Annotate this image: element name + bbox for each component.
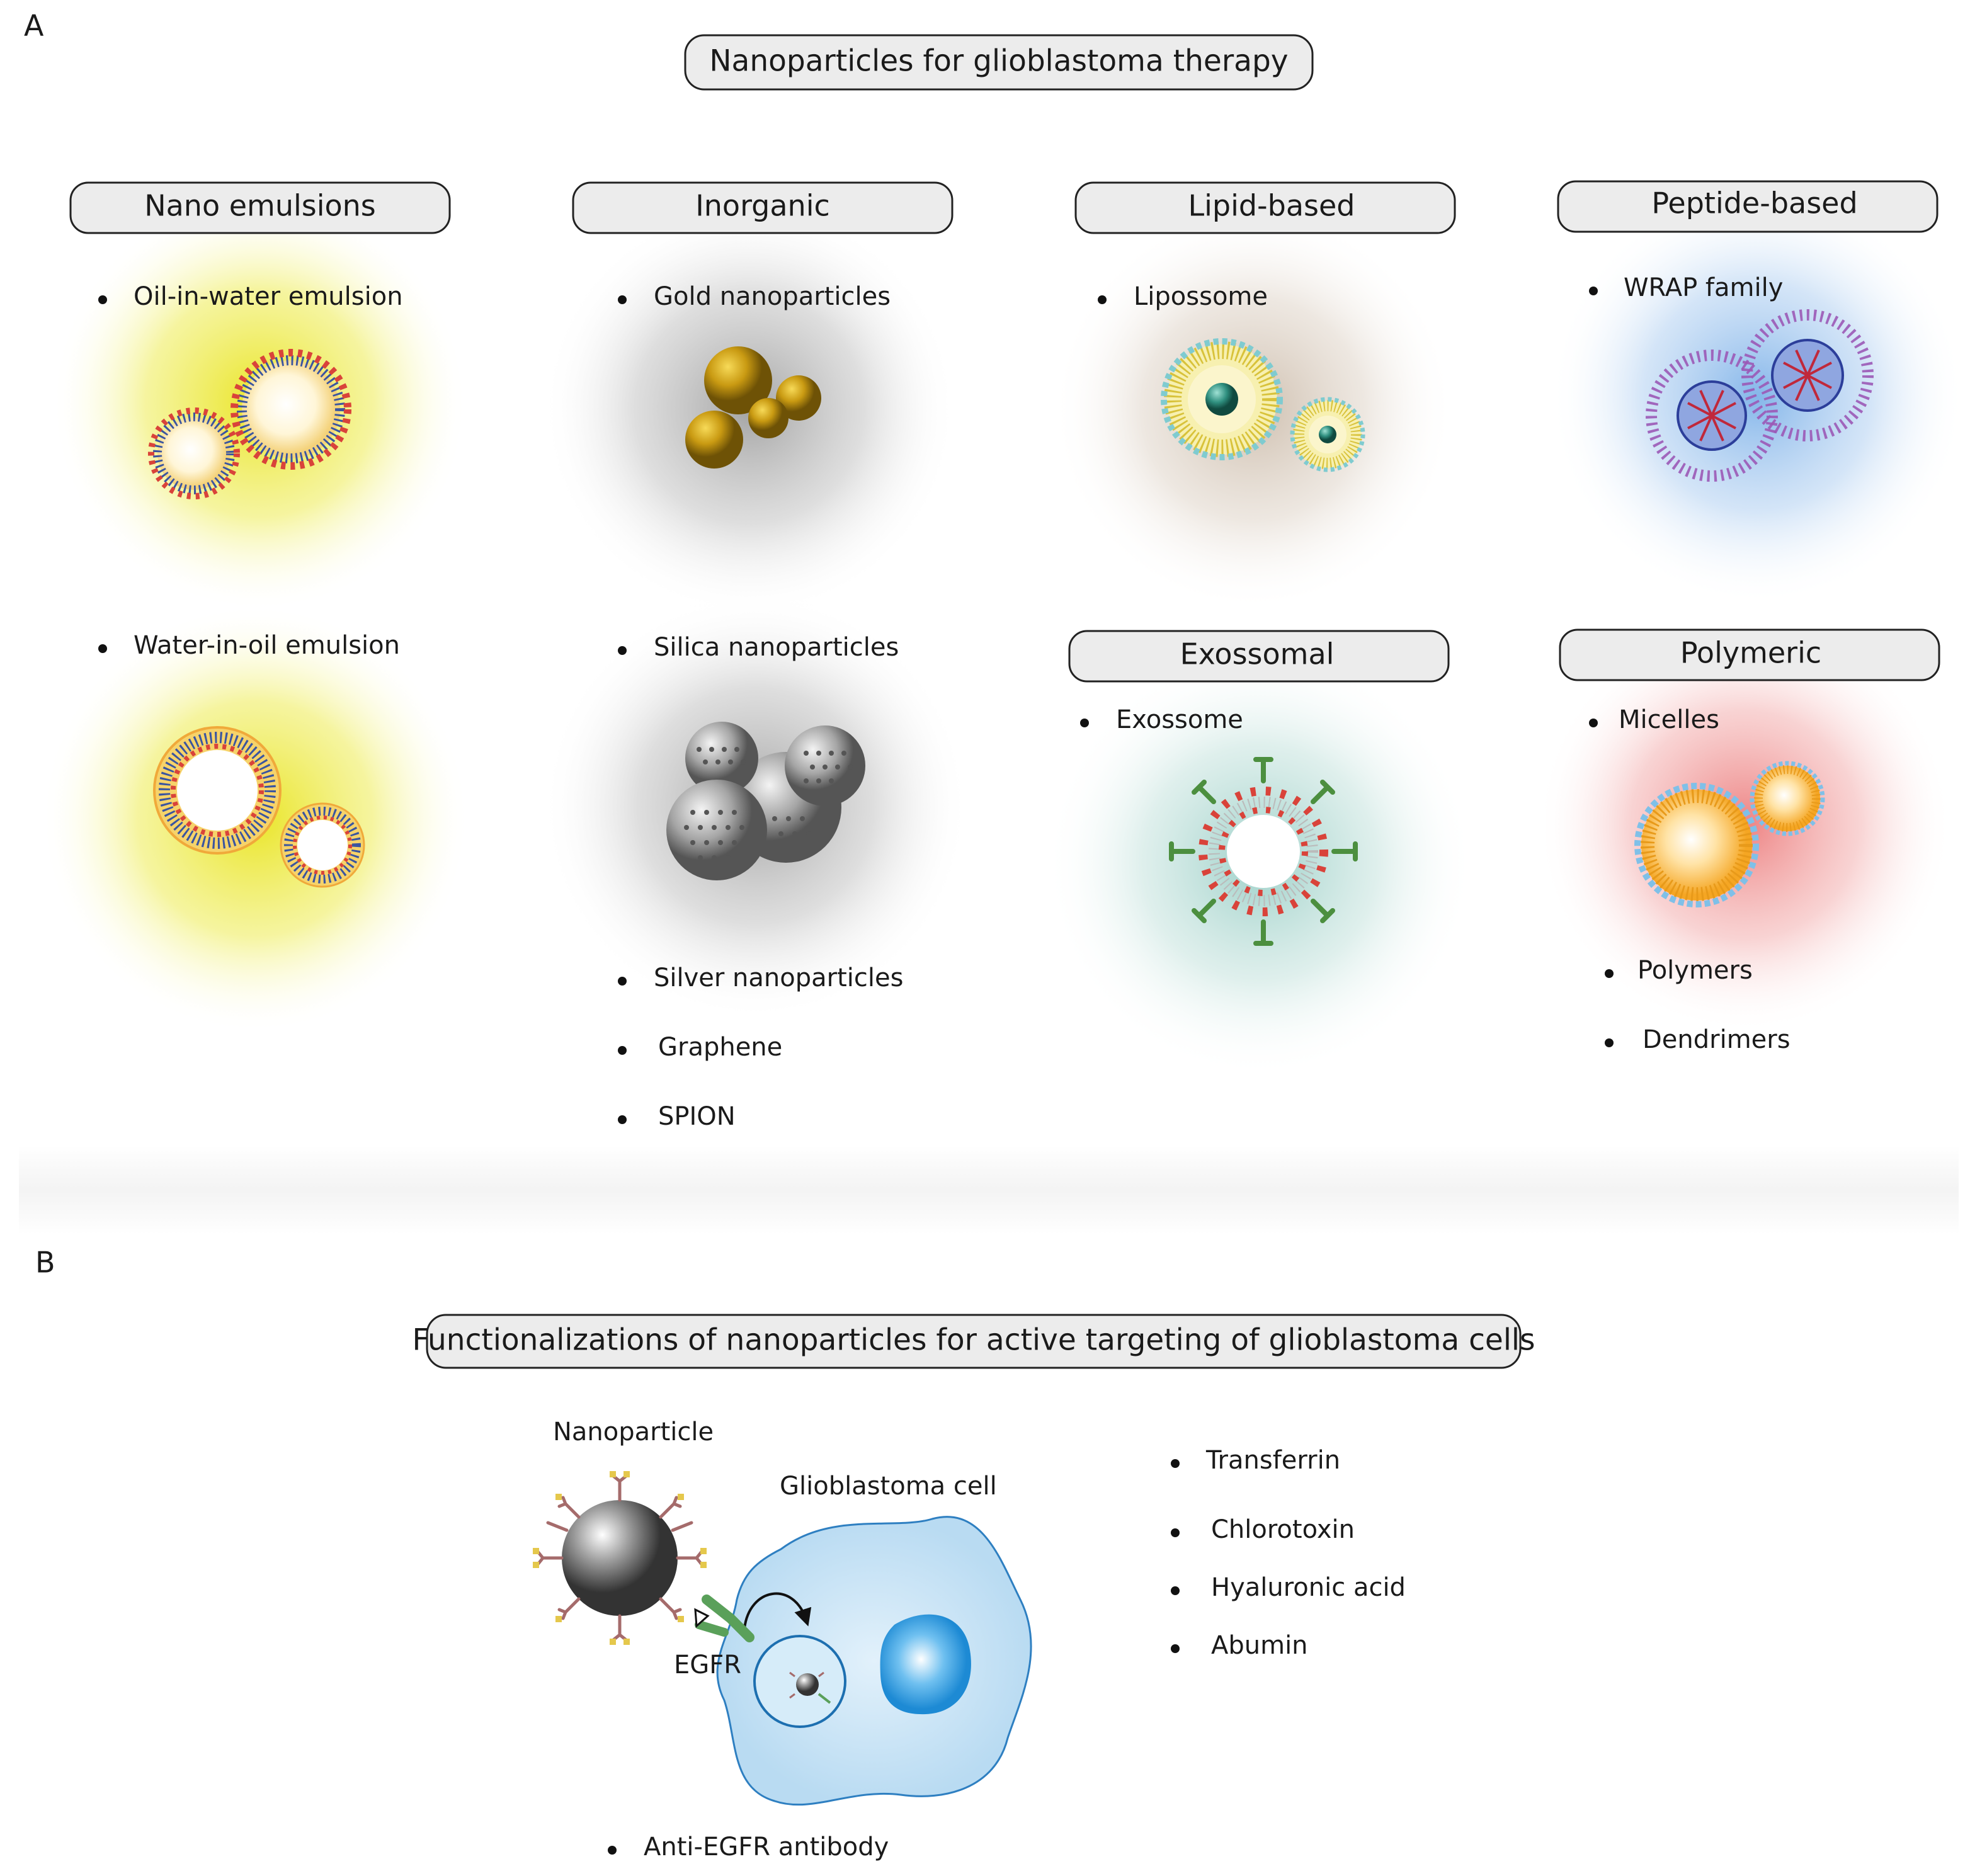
- ligand-item: Abumin: [1211, 1631, 1308, 1660]
- item-lipossome: Lipossome: [1134, 282, 1268, 311]
- bullet: [1098, 295, 1107, 304]
- functionalized-nanoparticle: [533, 1471, 707, 1645]
- item-spion: SPION: [658, 1102, 736, 1131]
- egfr-label: EGFR: [674, 1651, 741, 1680]
- panel-b-title-pill: Functionalizations of nanoparticles for …: [413, 1314, 1535, 1369]
- pill-peptide-based-label: Peptide-based: [1651, 186, 1857, 220]
- bullet: [1171, 1586, 1180, 1595]
- item-polymers: Polymers: [1637, 956, 1753, 985]
- bullet: [618, 1115, 627, 1124]
- micelle-particles: [1634, 761, 1825, 907]
- panel-b-letter: B: [35, 1246, 55, 1280]
- gold-nanoparticles: [685, 346, 821, 469]
- item-water-in-oil: Water-in-oil emulsion: [134, 631, 400, 660]
- bullet: [618, 1046, 627, 1055]
- peptide-glow: [1549, 189, 1965, 605]
- item-graphene: Graphene: [658, 1033, 782, 1062]
- wrap-nanoparticles: [1646, 309, 1874, 482]
- item-dendrimers: Dendrimers: [1643, 1025, 1791, 1054]
- bullet: [98, 295, 107, 304]
- pill-peptide-based: Peptide-based: [1557, 180, 1939, 233]
- pill-polymeric-label: Polymeric: [1680, 636, 1821, 670]
- pill-inorganic-label: Inorganic: [695, 189, 830, 223]
- item-oil-in-water: Oil-in-water emulsion: [134, 282, 403, 311]
- water-in-oil-particles: [153, 726, 365, 888]
- pill-lipid-based: Lipid-based: [1074, 181, 1456, 234]
- pill-nano-emulsions: Nano emulsions: [69, 181, 451, 234]
- item-micelles: Micelles: [1619, 705, 1719, 734]
- nucleus: [880, 1614, 971, 1715]
- bullet: [608, 1846, 617, 1855]
- pill-inorganic: Inorganic: [572, 181, 954, 234]
- bullet: [1605, 1038, 1614, 1047]
- pill-exossomal: Exossomal: [1068, 630, 1450, 683]
- oil-in-water-particles: [148, 349, 351, 499]
- bullet: [1605, 969, 1614, 978]
- ligand-item: Transferrin: [1205, 1446, 1340, 1475]
- bullet: [618, 646, 627, 655]
- panel-a-title-pill: Nanoparticles for glioblastoma therapy: [684, 34, 1314, 91]
- panel-a-title: Nanoparticles for glioblastoma therapy: [709, 44, 1288, 79]
- bullet: [618, 295, 627, 304]
- ligand-item: Hyaluronic acid: [1211, 1573, 1406, 1602]
- internalized-nanoparticle: [789, 1671, 831, 1704]
- nanoparticle-label: Nanoparticle: [553, 1418, 714, 1447]
- pill-polymeric: Polymeric: [1559, 628, 1940, 681]
- bullet: [98, 644, 107, 653]
- bullet: [1171, 1528, 1180, 1537]
- ligand-list: Transferrin Chlorotoxin Hyaluronic acid …: [1171, 1446, 1406, 1660]
- item-silica: Silica nanoparticles: [654, 633, 899, 662]
- bullet: [1589, 287, 1598, 295]
- egfr-receptor: [694, 1595, 754, 1642]
- bullet: [1171, 1459, 1180, 1468]
- internalization-arrow: [743, 1592, 812, 1629]
- bullet: [1080, 719, 1089, 727]
- lipossome-particles: [1161, 338, 1365, 472]
- item-anti-egfr: Anti-EGFR antibody: [644, 1833, 889, 1862]
- panel-a-letter: A: [24, 9, 44, 43]
- pill-exossomal-label: Exossomal: [1180, 637, 1335, 671]
- item-exossome: Exossome: [1116, 705, 1243, 734]
- silica-nanoparticles: [666, 722, 865, 880]
- panel-b-title: Functionalizations of nanoparticles for …: [413, 1323, 1535, 1358]
- item-wrap-family: WRAP family: [1624, 273, 1783, 302]
- exossome-particle: [1169, 757, 1358, 946]
- cell-label: Glioblastoma cell: [780, 1472, 997, 1501]
- panel-separator-band: [19, 1146, 1959, 1234]
- pill-nano-emulsions-label: Nano emulsions: [144, 189, 376, 223]
- pill-lipid-based-label: Lipid-based: [1188, 189, 1355, 223]
- bullet: [1589, 719, 1598, 727]
- ligand-item: Chlorotoxin: [1211, 1515, 1355, 1544]
- bullet: [1171, 1644, 1180, 1653]
- item-silver: Silver nanoparticles: [654, 964, 903, 992]
- item-gold: Gold nanoparticles: [654, 282, 891, 311]
- glioblastoma-cell: [716, 1516, 1032, 1806]
- bullet: [618, 977, 627, 986]
